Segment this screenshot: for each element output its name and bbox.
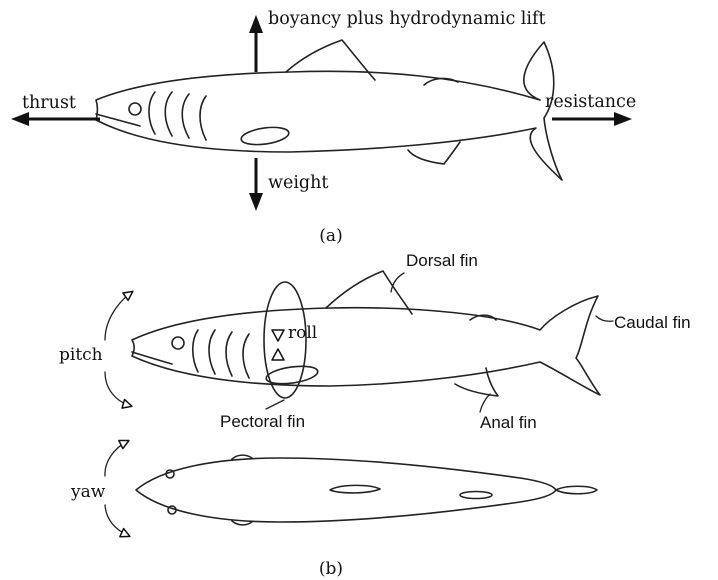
yaw-label: yaw [70,482,106,502]
thrust-label: thrust [22,93,76,113]
pitch-arrow-down [105,372,131,406]
fish-body-outline [132,296,600,395]
panel-b-caption: (b) [319,559,343,579]
mouth-line [96,114,140,126]
lift-label: boyancy plus hydrodynamic lift [268,9,546,29]
gill-4 [243,334,249,378]
weight-label: weight [268,173,328,193]
pectoral-fin [240,125,290,148]
roll-arrow-up [272,349,284,360]
resistance-label: resistance [545,92,636,112]
caudal-fin-label: Caudal fin [614,313,691,332]
fish-side-view-b [132,271,600,396]
pectoral-fin-label: Pectoral fin [220,412,305,431]
eye [129,103,141,115]
caudal-pointer [596,316,613,321]
dorsal-fin-label: Dorsal fin [406,251,478,270]
eye [172,337,184,349]
gill-1 [193,330,198,372]
top-tail [556,486,597,494]
gill-4 [200,96,206,140]
pitch-arrow-up [105,292,132,340]
gill-2 [165,92,172,136]
gill-2 [209,330,215,374]
anal-fin-label: Anal fin [480,413,537,432]
top-body-outline [136,458,556,522]
anal-pointer [480,394,490,412]
gill-3 [226,332,232,376]
top-dorsal-fin [330,485,380,493]
pitch-label: pitch [59,345,103,365]
weight-arrow [249,158,263,211]
gill-1 [149,92,155,134]
lift-arrow [249,15,263,72]
panel-a-caption: (a) [319,226,342,246]
fish-top-view [136,455,597,525]
yaw-arrow-down [105,505,129,536]
resistance-arrow [552,112,632,126]
adipose-fin [424,78,458,85]
roll-arrow-down [272,330,284,341]
dorsal-fin [286,40,375,80]
roll-label: roll [288,323,317,343]
panel-a: boyancy plus hydrodynamic lift thrust we… [11,9,636,246]
thrust-arrow [11,112,100,126]
gill-3 [182,94,189,138]
top-adipose-fin [460,492,492,499]
yaw-arrow-up [105,441,128,476]
panel-b: Dorsal fin Caudal fin Pectoral fin Anal … [59,251,691,579]
dorsal-pointer [391,273,404,292]
pectoral-fin [265,363,319,386]
pectoral-pointer [266,400,284,409]
fish-side-view-a [96,40,562,180]
